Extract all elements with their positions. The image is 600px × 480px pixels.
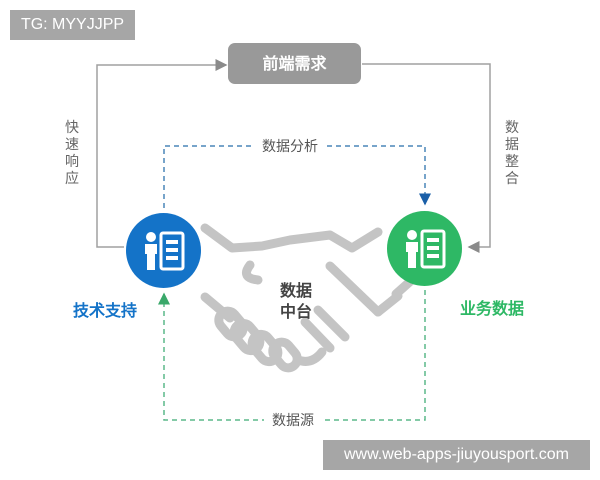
center-label-line1: 数据 [279,281,312,300]
bottom-dashed-line [158,290,426,421]
center-label-line2: 中台 [279,302,312,321]
right-flow-label: 数据整合 [505,120,519,187]
person-document-icon [406,229,446,269]
tech-support-node [126,213,201,288]
tech-support-label: 技术支持 [73,301,138,320]
data-middle-platform-label: 数据 中台 [276,280,316,322]
top-dashed-label: 数据分析 [254,136,326,156]
frontend-demand-box: 前端需求 [228,43,361,84]
person-document-icon [145,231,185,271]
right-flow-line [362,63,491,253]
bottom-watermark: www.web-apps-jiuyousport.com [323,440,590,470]
top-watermark: TG: MYYJJPP [10,10,135,40]
left-flow-label: 快速响应 [65,120,79,187]
bottom-dashed-label: 数据源 [264,410,322,430]
business-data-node [387,211,462,286]
handshake-icon [200,223,419,373]
left-flow-line [96,59,228,248]
business-data-label: 业务数据 [460,299,525,318]
